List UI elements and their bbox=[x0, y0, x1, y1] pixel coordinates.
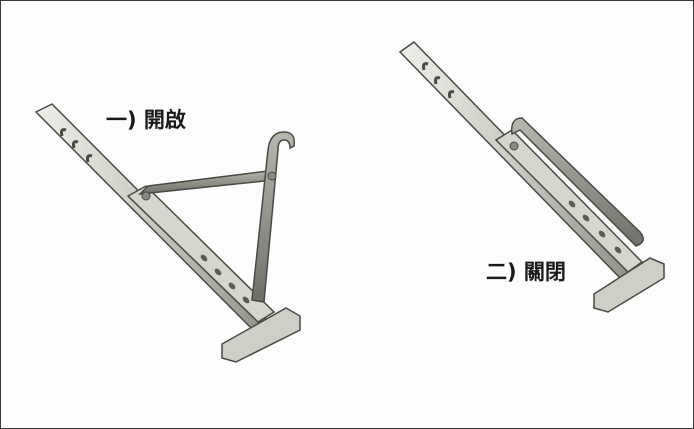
closed-rail-notches bbox=[422, 62, 455, 99]
open-foot bbox=[221, 307, 301, 363]
open-top-rivet bbox=[141, 191, 151, 201]
closed-slide-plate bbox=[494, 129, 644, 273]
closed-top-rivet bbox=[509, 141, 519, 151]
open-brace-arm bbox=[137, 169, 277, 195]
label-open-state: 一) 開啟 bbox=[106, 108, 186, 132]
closed-slot-holes bbox=[568, 200, 622, 254]
label-closed-state: 二) 關閉 bbox=[486, 260, 566, 284]
closed-foot bbox=[593, 257, 665, 313]
open-hook-arm bbox=[251, 131, 296, 303]
closed-folded-arm bbox=[510, 117, 644, 247]
open-pivot-rivet bbox=[267, 171, 277, 181]
closed-stand bbox=[398, 41, 665, 313]
open-stand bbox=[34, 103, 301, 363]
open-slide-plate bbox=[126, 185, 276, 323]
open-rail-notches bbox=[60, 128, 93, 163]
open-slot-holes bbox=[200, 254, 250, 304]
